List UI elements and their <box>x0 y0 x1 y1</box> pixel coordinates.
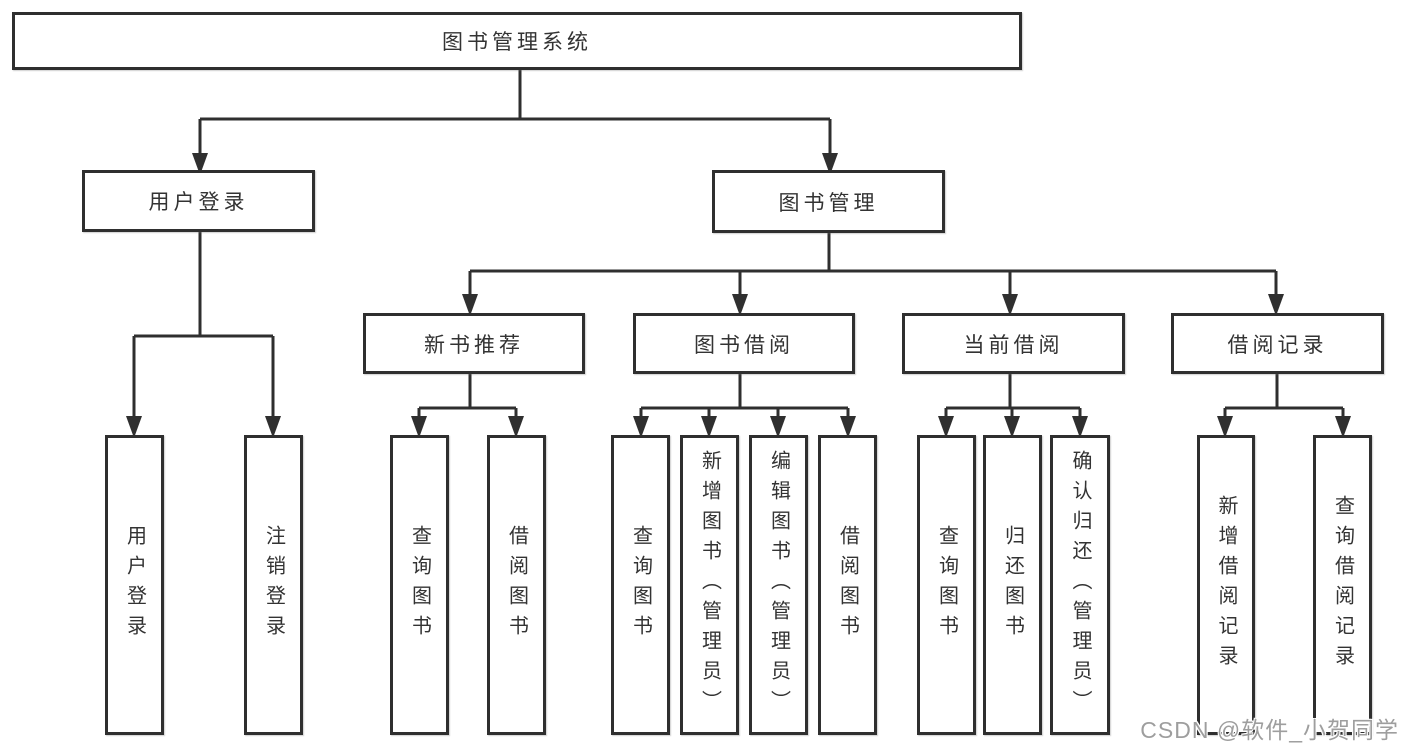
leaf-label: 归还图书 <box>1001 525 1024 645</box>
leaf-user-login: 用户登录 <box>105 435 164 735</box>
arrowhead <box>633 416 649 438</box>
arrowhead <box>770 416 786 438</box>
node-root: 图书管理系统 <box>12 12 1022 70</box>
arrowhead <box>732 294 748 316</box>
connector-current <box>944 373 1082 417</box>
leaf-label: 用户登录 <box>123 525 146 645</box>
leaf-label: 注销登录 <box>262 525 285 645</box>
node-book-borrow: 图书借阅 <box>633 313 855 374</box>
arrowhead <box>1002 294 1018 316</box>
node-book-borrow-label: 图书借阅 <box>694 333 794 357</box>
arrowhead <box>126 416 142 438</box>
leaf-edit-book-admin: 编辑图书（管理员） <box>749 435 808 735</box>
leaf-label: 确认归还（管理员） <box>1069 450 1091 720</box>
leaf-confirm-return-admin: 确认归还（管理员） <box>1050 435 1110 735</box>
node-borrow-record: 借阅记录 <box>1171 313 1384 374</box>
arrowhead <box>462 294 478 316</box>
node-root-label: 图书管理系统 <box>442 31 592 54</box>
connector-record <box>1223 373 1345 417</box>
arrowhead <box>265 416 281 438</box>
leaf-label: 查询借阅记录 <box>1331 495 1354 675</box>
node-new-book-recommend: 新书推荐 <box>363 313 585 374</box>
node-user-login: 用户登录 <box>82 170 315 232</box>
leaf-add-borrow-record: 新增借阅记录 <box>1197 435 1255 735</box>
leaf-label: 编辑图书（管理员） <box>767 450 790 720</box>
connector-user-login <box>132 232 275 417</box>
leaf-label: 查询图书 <box>935 525 958 645</box>
arrowhead <box>1004 416 1020 438</box>
arrowhead <box>1335 416 1351 438</box>
connector-borrow <box>639 373 850 417</box>
node-current-borrow-label: 当前借阅 <box>963 333 1064 357</box>
leaf-query-book-3: 查询图书 <box>917 435 976 735</box>
connector-root <box>198 69 832 154</box>
arrowhead <box>840 416 856 438</box>
arrowhead <box>411 416 427 438</box>
arrowhead <box>938 416 954 438</box>
leaf-label: 查询图书 <box>408 525 431 645</box>
node-new-book-recommend-label: 新书推荐 <box>424 333 524 357</box>
leaf-query-book-1: 查询图书 <box>390 435 449 735</box>
arrowhead <box>192 153 208 175</box>
leaf-borrow-book-1: 借阅图书 <box>487 435 546 735</box>
arrowhead <box>822 153 838 175</box>
node-borrow-record-label: 借阅记录 <box>1227 333 1328 357</box>
leaf-return-book: 归还图书 <box>983 435 1042 735</box>
arrowhead <box>701 416 717 438</box>
leaf-logout: 注销登录 <box>244 435 303 735</box>
arrowhead <box>1268 294 1284 316</box>
leaf-add-book-admin: 新增图书（管理员） <box>680 435 739 735</box>
csdn-watermark: CSDN @软件_小贺同学 <box>1140 717 1399 743</box>
node-book-mgmt: 图书管理 <box>712 170 945 233</box>
arrowhead <box>508 416 524 438</box>
arrowhead <box>1072 416 1088 438</box>
leaf-label: 新增借阅记录 <box>1215 495 1237 675</box>
leaf-label: 新增图书（管理员） <box>698 450 721 720</box>
leaf-label: 查询图书 <box>629 525 652 645</box>
leaf-query-borrow-record: 查询借阅记录 <box>1313 435 1372 735</box>
leaf-borrow-book-2: 借阅图书 <box>818 435 877 735</box>
node-book-mgmt-label: 图书管理 <box>778 191 879 215</box>
arrowhead <box>1217 416 1233 438</box>
connector-book-mgmt <box>468 233 1278 296</box>
node-current-borrow: 当前借阅 <box>902 313 1125 374</box>
leaf-query-book-2: 查询图书 <box>611 435 670 735</box>
leaf-label: 借阅图书 <box>836 525 859 645</box>
leaf-label: 借阅图书 <box>505 525 528 645</box>
node-user-login-label: 用户登录 <box>148 191 249 214</box>
connector-new-book <box>417 373 518 417</box>
